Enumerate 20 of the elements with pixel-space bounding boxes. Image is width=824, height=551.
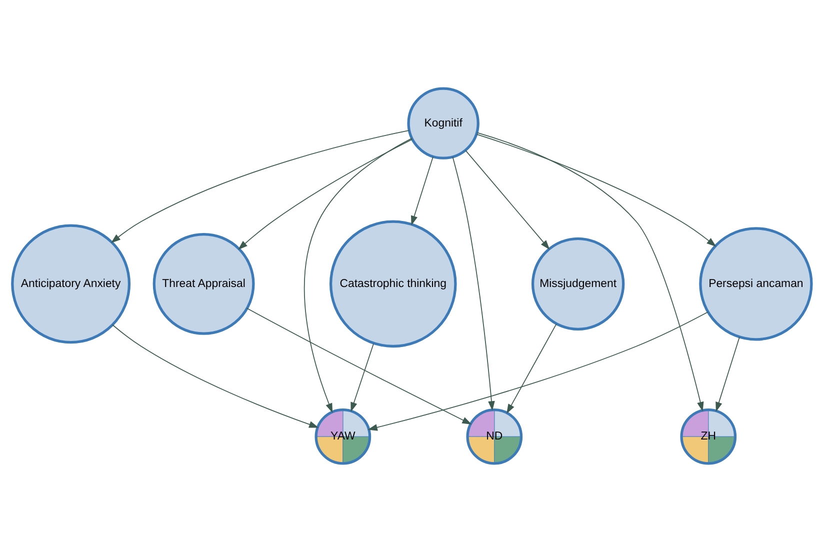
node-circle: Threat Appraisal [152,232,255,334]
arrow [716,336,740,412]
arrow [476,133,716,246]
node-circle: Kognitif [407,86,480,159]
arrow [368,311,708,430]
node-circle: Persepsi ancaman [699,226,813,340]
arrow [452,156,495,410]
arrow [350,342,374,412]
arrow [110,130,410,243]
arrow [506,323,557,414]
node-circle: Catastrophic thinking [329,220,457,348]
arrow [476,132,704,412]
node-circle: Anticipatory Anxiety [11,224,131,344]
arrow [465,149,550,250]
node-circle: Missjudgement [531,236,625,330]
arrow [246,307,472,424]
arrow [238,138,413,250]
arrow [411,156,434,225]
arrow [304,137,412,413]
arrow [112,324,319,428]
